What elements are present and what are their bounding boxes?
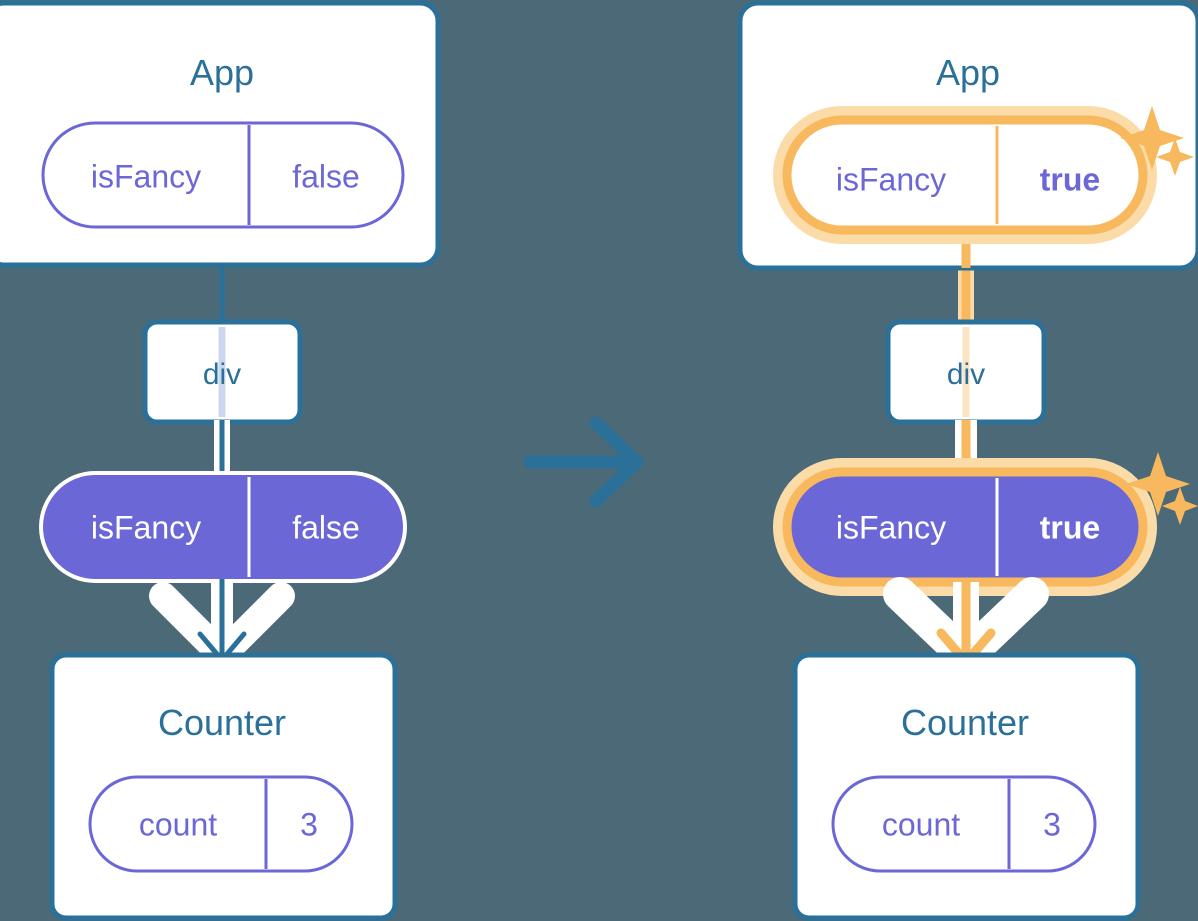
prop-pill-before	[43, 475, 403, 579]
sparkles-icon-prop-after	[1126, 452, 1198, 525]
sparkles-icon-app-after	[1120, 106, 1194, 176]
arrow-right-icon	[523, 416, 644, 508]
prop-pill-ring-after	[782, 467, 1148, 587]
app-state-pill-glow-after	[773, 106, 1157, 244]
counter-state-pill-after	[831, 775, 1097, 873]
counter-state-pill-before	[88, 775, 354, 873]
app-state-pill-before	[41, 121, 405, 229]
app-state-pill-ring-after	[782, 115, 1148, 235]
